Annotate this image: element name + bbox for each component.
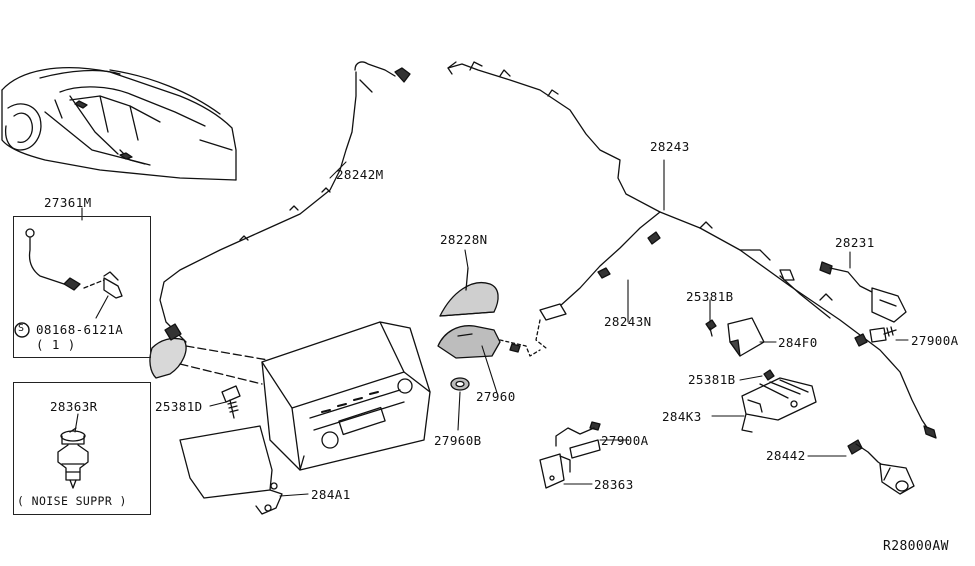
part-label-25381B-mid: 25381B (688, 372, 736, 387)
kit-box-28363R (13, 382, 151, 515)
part-label-284K3: 284K3 (662, 409, 702, 424)
screw-27900A-right (869, 326, 897, 343)
module-284A1 (179, 425, 283, 515)
part-label-08168-6121A: 08168-6121A (36, 322, 124, 337)
part-label-27900A-right: 27900A (911, 333, 959, 348)
part-label-28243: 28243 (650, 139, 690, 154)
part-label-28363R: 28363R (50, 399, 98, 414)
ground-cable-27361M (14, 228, 123, 338)
part-label-27960B: 27960B (434, 433, 482, 448)
symbol-s-circle: S (18, 323, 25, 334)
part-label-284F0: 284F0 (778, 335, 818, 350)
part-label-284A1: 284A1 (311, 487, 351, 502)
antenna-harness-28243 (447, 61, 937, 439)
leader-lines (74, 159, 909, 497)
sensor-cable-27900A (555, 421, 601, 459)
grommet-27960B (450, 377, 470, 391)
antenna-cable-28242M (149, 61, 411, 385)
part-label-27960: 27960 (476, 389, 516, 404)
quantity-label: ( 1 ) (36, 337, 76, 352)
part-label-28228N: 28228N (440, 232, 488, 247)
cable-28231 (819, 261, 907, 323)
part-label-25381B-top: 25381B (686, 289, 734, 304)
part-label-28363: 28363 (594, 477, 634, 492)
part-label-28243N: 28243N (604, 314, 652, 329)
noise-suppressor-clip (57, 427, 89, 489)
part-label-27900A-bottom: 27900A (601, 433, 649, 448)
diagram-id: R28000AW (883, 539, 949, 554)
bolt-25381D (221, 385, 241, 419)
part-label-28442: 28442 (766, 448, 806, 463)
part-label-28231: 28231 (835, 235, 875, 250)
part-label-27361M: 27361M (44, 195, 92, 210)
bracket-28363 (539, 453, 571, 489)
bracket-284F0 (727, 317, 765, 357)
car-illustration (1, 67, 237, 181)
clip-25381B-top (705, 319, 717, 337)
antenna-base-27960 (437, 325, 541, 359)
kit-box-27361M (13, 216, 151, 358)
part-label-28242M: 28242M (336, 167, 384, 182)
roof-antenna-28228N (439, 267, 499, 317)
noise-suppr-caption: ( NOISE SUPPR ) (17, 494, 127, 508)
camera-cable-28442 (847, 439, 915, 495)
module-284K3 (741, 377, 817, 433)
clip-25381B-mid (763, 369, 775, 381)
audio-head-unit (261, 321, 431, 471)
part-label-25381D: 25381D (155, 399, 203, 414)
